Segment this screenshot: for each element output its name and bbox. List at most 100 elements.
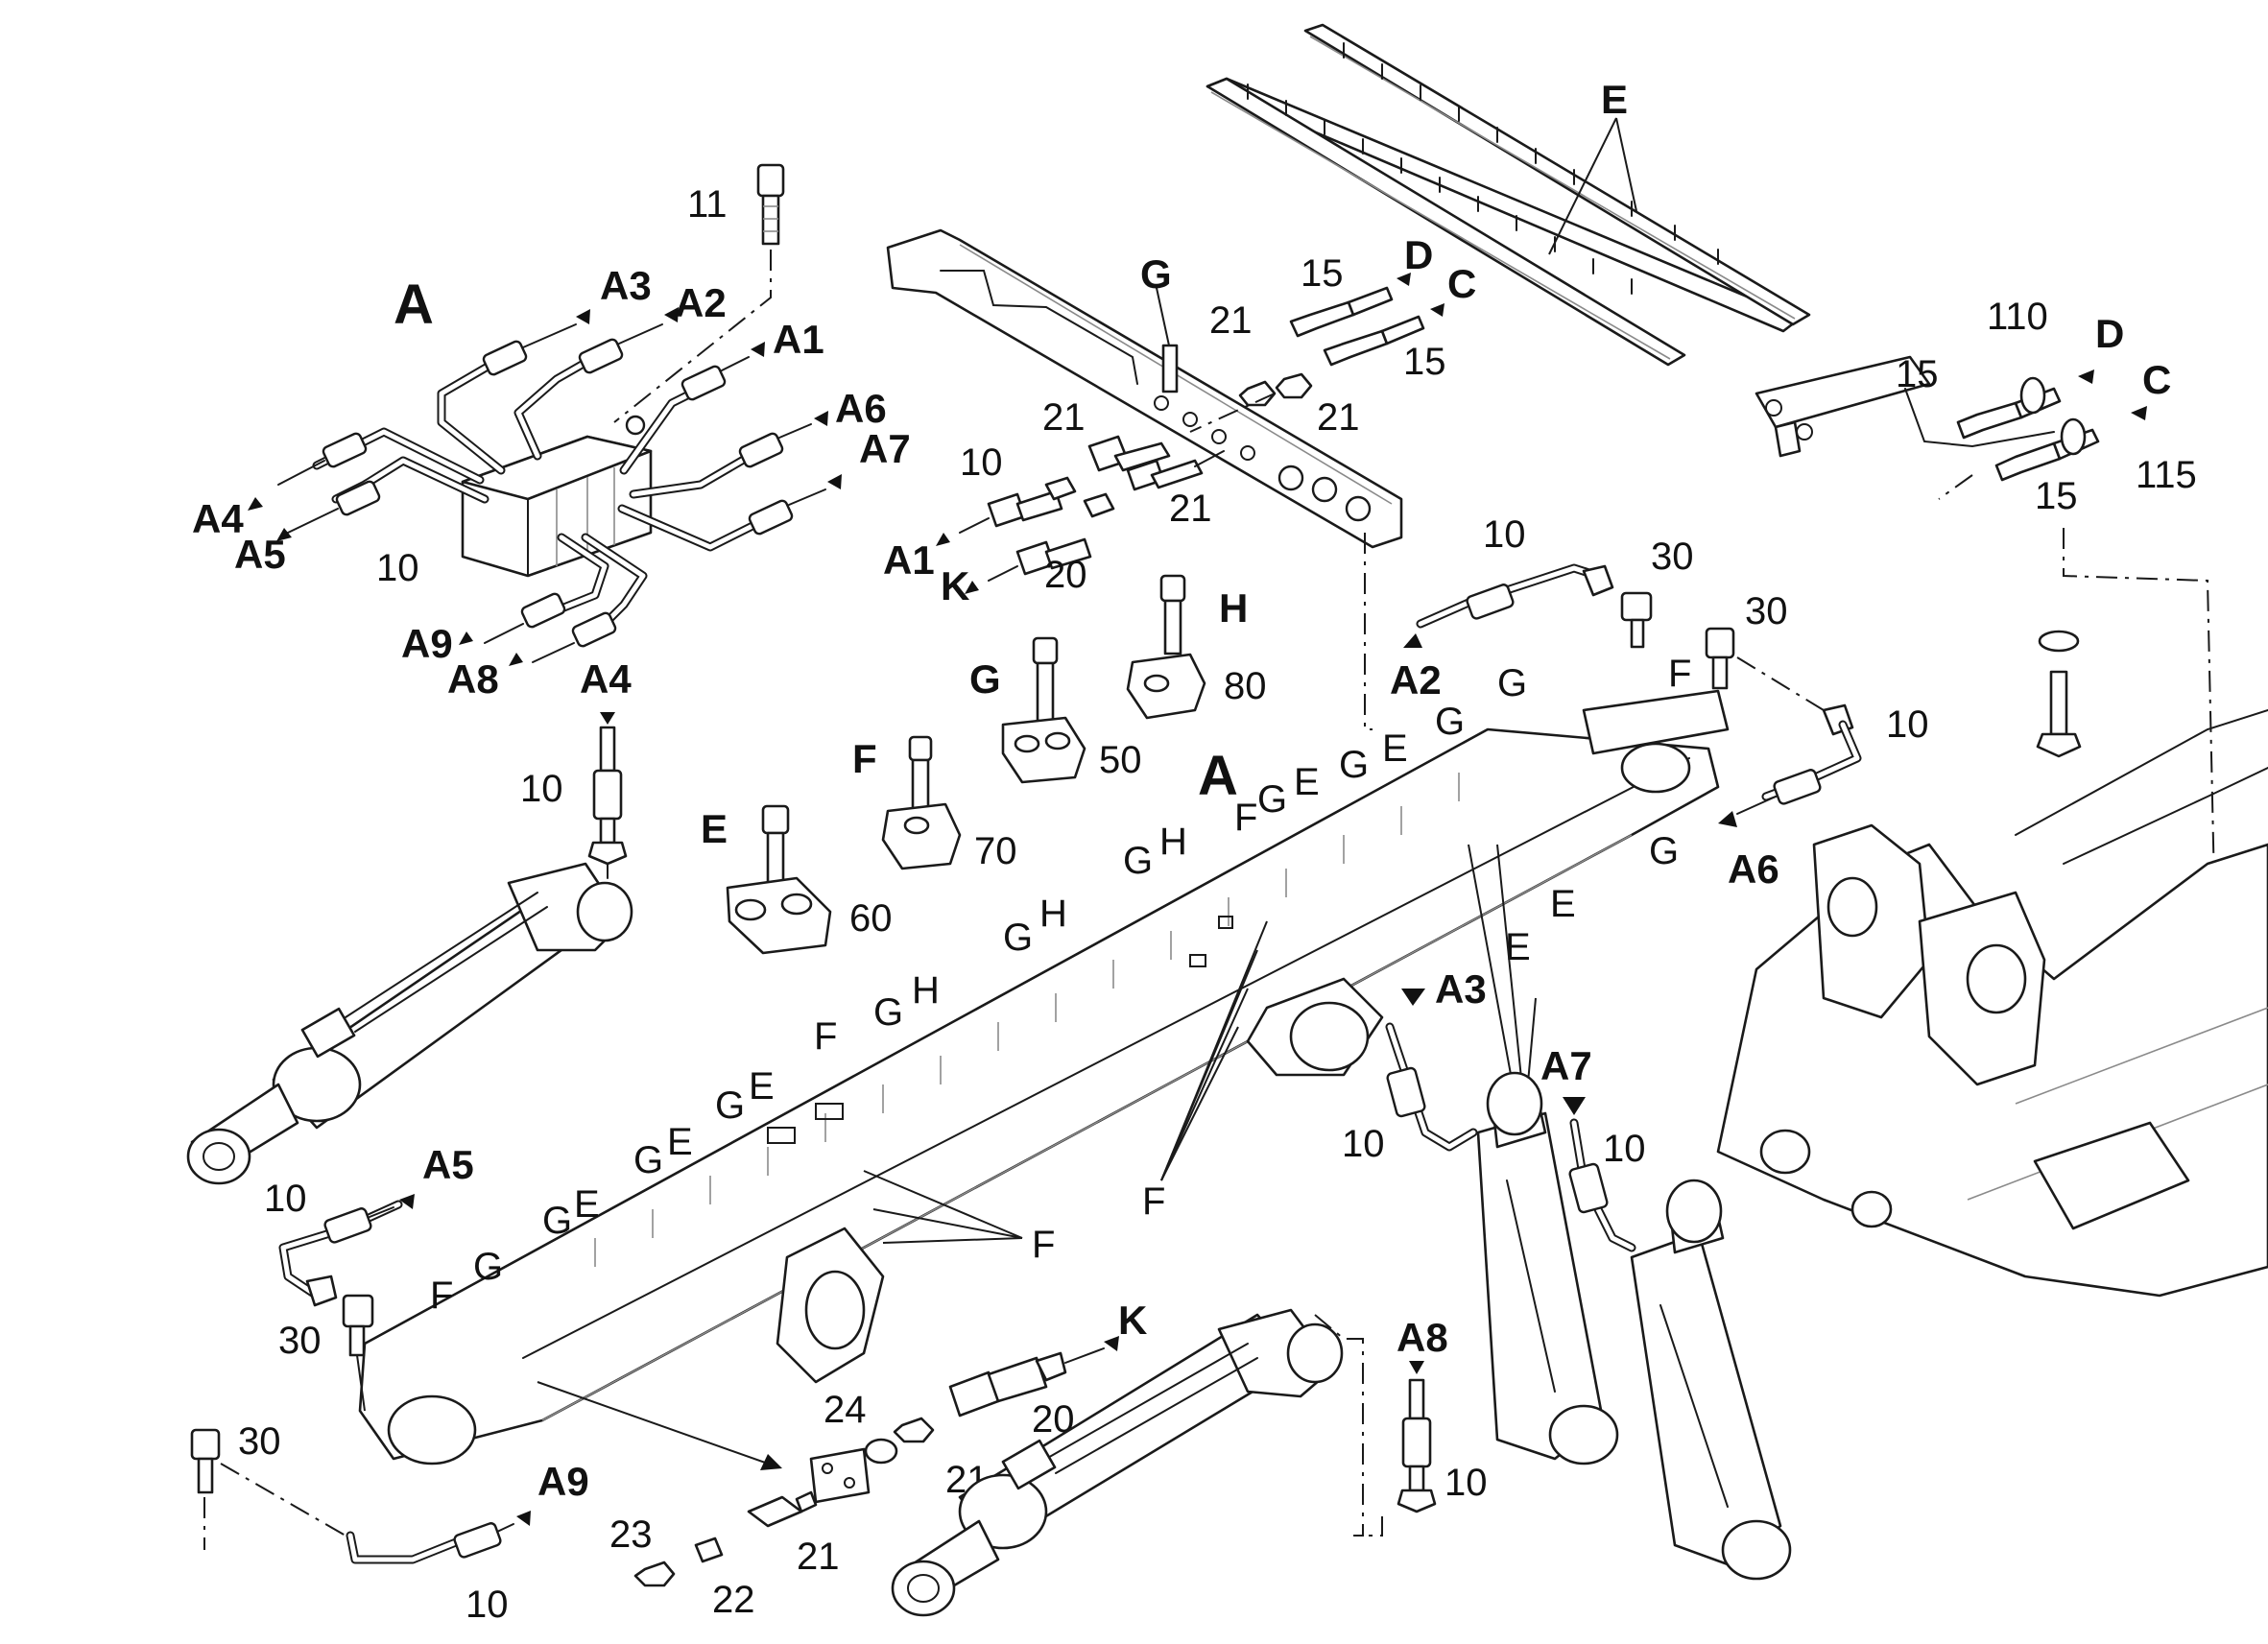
hose-a8 (1363, 1361, 1437, 1537)
part-110: 110 (1987, 296, 2048, 338)
part-30-a: 30 (1651, 536, 1694, 578)
svg-text:G: G (542, 1200, 572, 1242)
svg-text:G: G (1649, 830, 1679, 872)
callout-a9: A9 (401, 621, 453, 666)
hose-a2 (1403, 563, 1653, 649)
svg-text:G: G (1497, 662, 1527, 704)
bolt-11 (756, 163, 785, 246)
bottom-fittings (633, 1336, 1119, 1587)
callout-a-center: A (1198, 745, 1238, 807)
svg-text:E: E (1382, 727, 1408, 770)
part-15-d: 15 (2035, 475, 2078, 517)
center-arrows (936, 533, 979, 594)
part-30-d: 30 (238, 1420, 281, 1463)
svg-text:G: G (1257, 778, 1287, 821)
left-cylinder (186, 862, 633, 1185)
part-10-c: 10 (1886, 703, 1929, 746)
svg-text:G: G (1003, 917, 1033, 959)
callout-f-clamp: F (852, 736, 877, 781)
part-21-c: 21 (1317, 396, 1360, 439)
svg-text:G: G (473, 1246, 503, 1288)
hose-a5 (278, 1194, 415, 1412)
bottom-center-cylinder (891, 1308, 1364, 1617)
callout-k-bottom: K (1118, 1298, 1147, 1343)
part-30-c: 30 (278, 1320, 322, 1362)
svg-text:F: F (1668, 653, 1691, 695)
part-10-e: 10 (264, 1178, 307, 1220)
callout-a5: A5 (234, 532, 286, 577)
callout-a5-lower: A5 (422, 1142, 474, 1187)
callout-a3: A3 (600, 263, 652, 308)
callout-a4-left: A4 (580, 656, 632, 702)
part-20-a: 20 (1044, 554, 1087, 596)
callout-e-clamp: E (701, 806, 728, 851)
main-boom (358, 689, 1730, 1465)
callout-a1-center: A1 (883, 537, 935, 583)
callout-a-big: A (394, 274, 434, 336)
chassis-frame (1716, 709, 2268, 1298)
boom-marks: G G E G E G F H G H G H G F E G E G E G … (430, 653, 1691, 1410)
part-23: 23 (609, 1513, 653, 1556)
svg-text:E: E (574, 1183, 600, 1226)
svg-text:H: H (912, 969, 940, 1012)
cylinder-a3 (1476, 1071, 1619, 1465)
clamp-g (1001, 636, 1086, 784)
part-10-block: 10 (376, 547, 419, 589)
callout-c-top: C (1447, 261, 1476, 306)
part-50: 50 (1099, 739, 1142, 781)
callout-a3-right: A3 (1435, 966, 1487, 1012)
upper-rail-assembly (1206, 23, 1811, 367)
svg-text:G: G (1339, 744, 1369, 786)
part-21-d: 21 (1169, 488, 1212, 530)
callout-d-top: D (1404, 232, 1433, 277)
right-top-fittings (1755, 355, 2218, 1018)
part-22: 22 (712, 1579, 755, 1621)
clamp-f (881, 735, 962, 870)
part-115: 115 (2136, 454, 2197, 496)
svg-text:F: F (814, 1015, 837, 1058)
part-10-d: 10 (520, 768, 563, 810)
callout-k-center: K (941, 563, 969, 608)
top-center-fittings (1289, 273, 1444, 367)
callout-e-top: E (1601, 77, 1628, 122)
callout-a8: A8 (447, 656, 499, 702)
svg-text:G: G (873, 991, 903, 1034)
svg-text:G: G (1123, 840, 1153, 882)
part-10-b: 10 (1483, 513, 1526, 556)
callout-a9-lower: A9 (537, 1459, 589, 1504)
washer-bolt-right (2036, 630, 2082, 758)
cylinder-a7 (1630, 1179, 1792, 1581)
hose-a9 (190, 1428, 531, 1564)
callout-c-right: C (2142, 357, 2171, 402)
callout-g-clamp: G (969, 656, 1001, 702)
boom-side-bracket (886, 228, 1403, 549)
part-10-g: 10 (1444, 1462, 1488, 1504)
callout-h-clamp: H (1219, 585, 1248, 631)
callout-a6-right: A6 (1728, 846, 1779, 892)
callout-a7: A7 (859, 426, 911, 471)
svg-text:G: G (715, 1084, 745, 1127)
part-10-i: 10 (1603, 1128, 1646, 1170)
callout-a2-right: A2 (1390, 657, 1442, 703)
part-21-a: 21 (1209, 299, 1253, 342)
svg-text:E: E (1294, 761, 1320, 803)
callout-g-rail: G (1140, 251, 1172, 297)
part-11: 11 (687, 183, 728, 226)
svg-text:E: E (749, 1065, 775, 1108)
part-10-a: 10 (960, 441, 1003, 484)
svg-text:F: F (1032, 1224, 1055, 1266)
svg-text:F: F (1234, 797, 1257, 839)
svg-text:H: H (1039, 893, 1067, 935)
part-60: 60 (849, 897, 893, 940)
bracket-fittings (1277, 465, 1372, 522)
callout-a6: A6 (835, 386, 887, 431)
hose-a7 (1563, 1097, 1636, 1252)
hose-a6 (1705, 627, 1862, 827)
callout-a8-lower: A8 (1397, 1315, 1448, 1360)
svg-text:F: F (1142, 1180, 1165, 1223)
svg-text:E: E (667, 1121, 693, 1163)
svg-text:G: G (1435, 701, 1465, 743)
part-70: 70 (974, 830, 1017, 872)
callout-a7-right: A7 (1540, 1043, 1592, 1088)
